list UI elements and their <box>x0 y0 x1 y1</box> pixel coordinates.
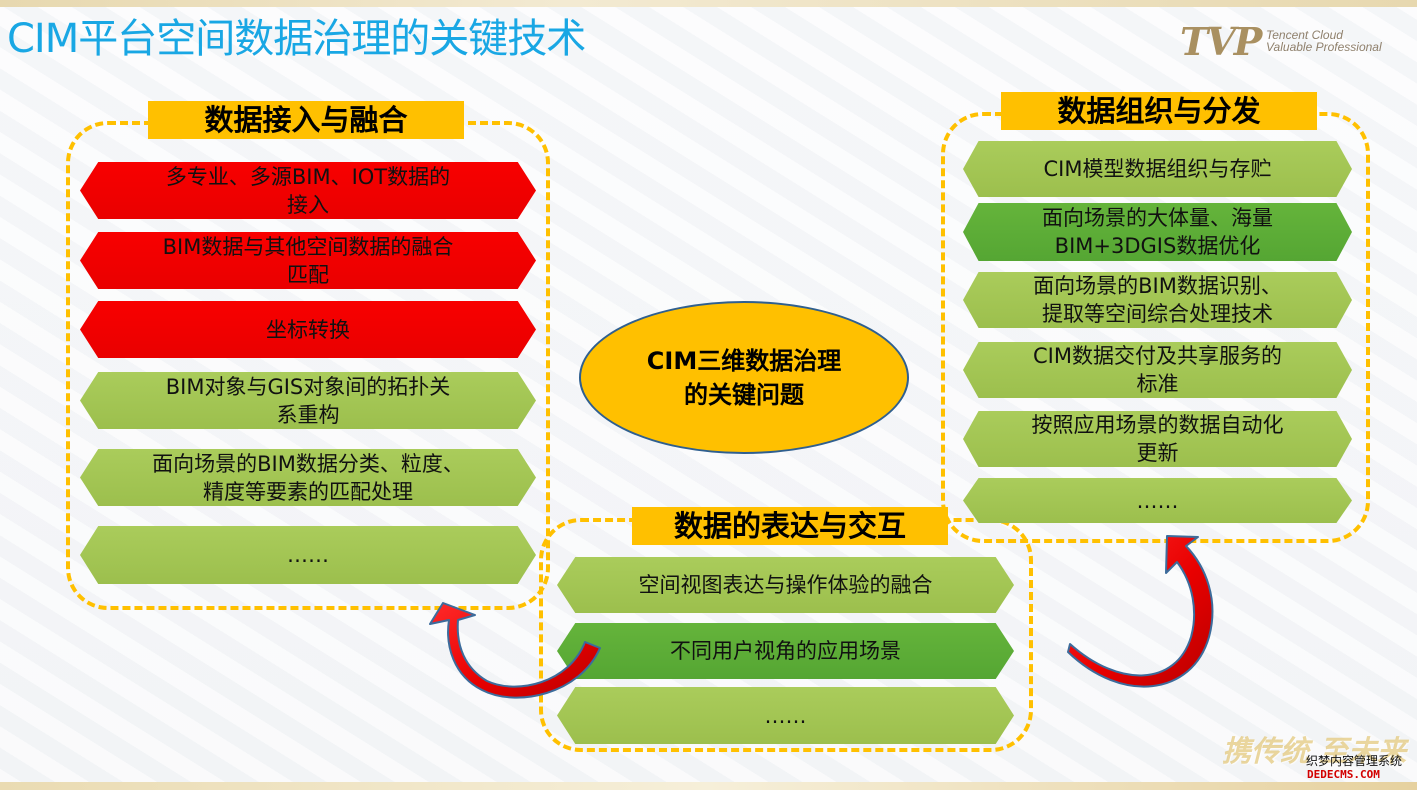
watermark-system-name: 织梦内容管理系统 <box>1306 754 1403 768</box>
left-item-coordinate-conversion: 坐标转换 <box>80 301 536 358</box>
arrow-right-to-top-icon <box>1067 535 1214 688</box>
bottom-item-view-experience-fusion: 空间视图表达与操作体验的融合 <box>557 557 1014 613</box>
right-item-cim-storage: CIM模型数据组织与存贮 <box>963 141 1352 197</box>
cim-key-issues-ellipse: CIM三维数据治理 的关键问题 <box>579 301 909 454</box>
watermark-domain: DEDECMS.COM <box>1307 768 1380 781</box>
right-item-automatic-update: 按照应用场景的数据自动化 更新 <box>963 411 1352 467</box>
left-item-bim-spatial-fusion: BIM数据与其他空间数据的融合 匹配 <box>80 232 536 289</box>
left-item-multi-source-access: 多专业、多源BIM、IOT数据的 接入 <box>80 162 536 219</box>
section-title-data-organization-distribution: 数据组织与分发 <box>1001 92 1317 130</box>
watermark-slogan: 携传统 至未来 <box>1222 734 1407 768</box>
left-item-topology-reconstruction: BIM对象与GIS对象间的拓扑关 系重构 <box>80 372 536 429</box>
section-title-data-ingestion-fusion: 数据接入与融合 <box>148 101 464 139</box>
bottom-item-user-perspective-scenes: 不同用户视角的应用场景 <box>557 623 1014 679</box>
right-item-more: …… <box>963 478 1352 523</box>
bottom-item-more: …… <box>557 687 1014 744</box>
right-item-delivery-standards: CIM数据交付及共享服务的 标准 <box>963 342 1352 398</box>
top-decoration-band <box>0 0 1417 7</box>
section-title-data-expression-interaction: 数据的表达与交互 <box>632 507 948 545</box>
bottom-decoration-band <box>0 782 1417 790</box>
left-item-scene-classification-matching: 面向场景的BIM数据分类、粒度、 精度等要素的匹配处理 <box>80 449 536 506</box>
right-item-large-scale-optimization: 面向场景的大体量、海量 BIM+3DGIS数据优化 <box>963 203 1352 261</box>
tvp-logo-line-2: Valuable Professional <box>1266 40 1382 54</box>
tvp-logo-mark: TVP <box>1180 19 1262 64</box>
tvp-logo: TVP Tencent Cloud Valuable Professional <box>1180 21 1395 63</box>
slide-title: CIM平台空间数据治理的关键技术 <box>7 16 586 62</box>
left-item-more: …… <box>80 526 536 584</box>
tvp-logo-text: Tencent Cloud Valuable Professional <box>1266 29 1382 53</box>
watermark: 携传统 至未来 织梦内容管理系统 DEDECMS.COM <box>1222 734 1414 782</box>
right-item-spatial-processing: 面向场景的BIM数据识别、 提取等空间综合处理技术 <box>963 272 1352 328</box>
tvp-logo-line-1: Tencent Cloud <box>1266 28 1343 42</box>
